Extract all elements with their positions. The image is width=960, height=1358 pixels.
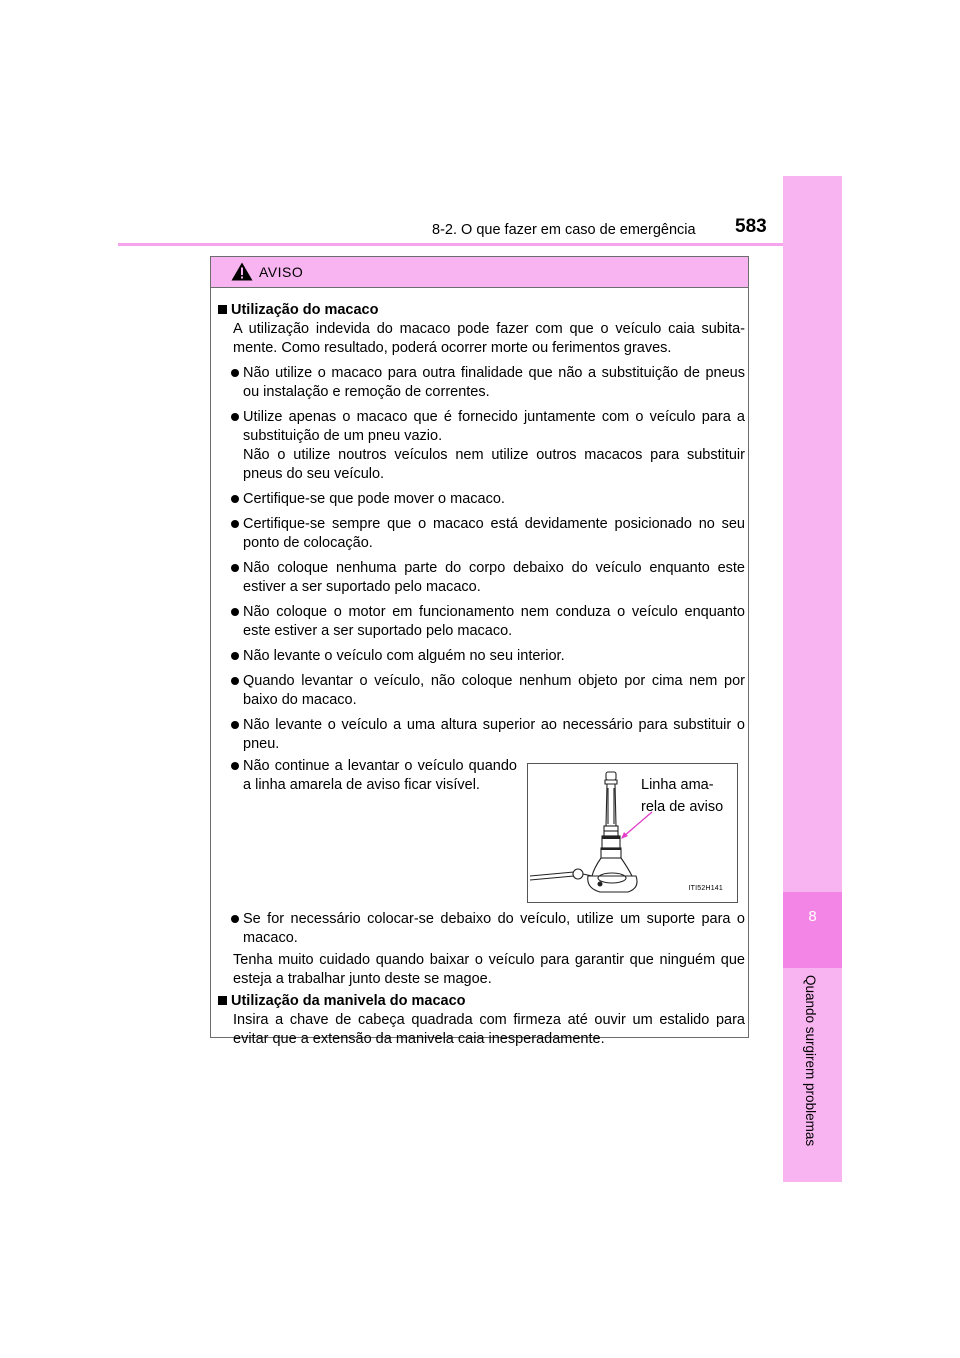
list-item: Não levante o veículo com alguém no seu …: [217, 647, 745, 666]
section-intro: A utilização indevida do macaco pode faz…: [233, 321, 745, 356]
list-item: Utilize apenas o macaco que é fornecido …: [217, 408, 745, 484]
section-heading: Utilização da manivela do macaco: [217, 992, 745, 1011]
figure-label: Linha ama-rela de aviso: [641, 777, 724, 815]
chapter-number: 8: [808, 908, 817, 925]
figure-code: ITI52H141: [688, 885, 723, 892]
chapter-side-tab: [783, 176, 842, 1182]
warning-title: AVISO: [259, 264, 304, 280]
section-heading: Utilização do macaco: [217, 301, 745, 320]
warning-box: AVISO Utilização do macaco A utilização …: [210, 256, 749, 1047]
section-title: 8-2. O que fazer em caso de emergência: [432, 222, 696, 238]
list-item: Não levante o veículo a uma altura super…: [217, 716, 745, 754]
square-bullet-icon: [218, 996, 227, 1006]
chapter-label: Quando surgirem problemas: [803, 975, 818, 1147]
list-item: Certifique-se que pode mover o macaco.: [217, 490, 745, 509]
list-item: Não coloque nenhuma parte do corpo debai…: [217, 559, 745, 597]
figure-row: Não continue a levantar o veículo quando…: [217, 757, 745, 907]
list-item: Certifique-se sempre que o macaco está d…: [217, 515, 745, 553]
jack-drawing: [529, 771, 653, 893]
list-item: Se for necessário colocar-se debaixo do …: [217, 910, 745, 948]
warning-triangle-icon: [231, 262, 253, 281]
list-item: Não coloque o motor em funcionamento nem…: [217, 603, 745, 641]
warning-content: Utilização do macaco A utilização indevi…: [217, 301, 745, 1049]
jack-illustration: Linha ama-rela de aviso ITI52H141: [527, 763, 738, 903]
square-bullet-icon: [218, 305, 227, 315]
list-item: Não continue a levantar o veículo quando…: [217, 757, 517, 795]
warning-header: AVISO: [211, 257, 748, 288]
page-number: 583: [735, 216, 767, 237]
list-item: Quando levantar o veículo, não coloque n…: [217, 672, 745, 710]
section-text: Insira a chave de cabeça quadrada com fi…: [233, 1012, 745, 1047]
chapter-tab-marker: [783, 892, 842, 968]
closing-paragraph: Tenha muito cuidado quando baixar o veíc…: [233, 952, 745, 987]
list-item: Não utilize o macaco para outra finalida…: [217, 364, 745, 402]
header-divider: [118, 243, 842, 246]
